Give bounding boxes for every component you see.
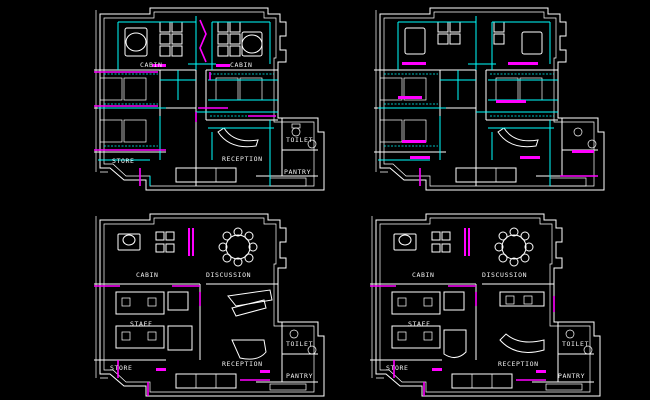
floor-plan-1 <box>94 7 325 191</box>
floor-plan-3 <box>94 213 325 397</box>
cabin-right-furniture <box>217 21 263 57</box>
plan4-store-label: STORE <box>386 364 409 372</box>
cabin-left-furniture <box>124 21 183 57</box>
plan1-pantry-label: PANTRY <box>284 168 311 176</box>
plan1-store-label: STORE <box>112 157 135 165</box>
floor-plan-4 <box>370 213 601 397</box>
plan4-pantry-label: PANTRY <box>558 372 585 380</box>
plan1-cabin-right-label: CABIN <box>230 61 253 69</box>
plan4-staff-label: STAFF <box>408 320 431 328</box>
plan4-reception-label: RECEPTION <box>498 360 539 368</box>
plan1-toilet-label: TOILET <box>286 136 313 144</box>
plan3-toilet-label: TOILET <box>286 340 313 348</box>
plan3-staff-label: STAFF <box>130 320 153 328</box>
plan4-toilet-label: TOILET <box>562 340 589 348</box>
floor-plan-2 <box>374 7 605 191</box>
plan4-discussion-label: DISCUSSION <box>482 271 527 279</box>
plan3-pantry-label: PANTRY <box>286 372 313 380</box>
plan1-cabin-left-label: CABIN <box>140 61 163 69</box>
plan3-discussion-label: DISCUSSION <box>206 271 251 279</box>
plan3-reception-label: RECEPTION <box>222 360 263 368</box>
plan3-cabin-label: CABIN <box>136 271 159 279</box>
plan3-store-label: STORE <box>110 364 133 372</box>
plan1-reception-label: RECEPTION <box>222 155 263 163</box>
plan4-cabin-label: CABIN <box>412 271 435 279</box>
